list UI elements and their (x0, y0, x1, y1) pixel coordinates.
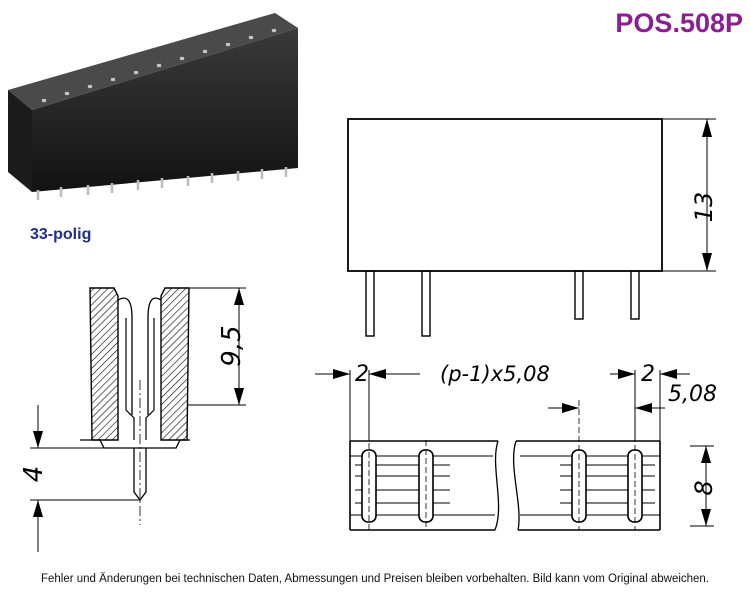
front-view (347, 118, 716, 337)
dimension-edge-offset-left: 2 (355, 362, 369, 387)
disclaimer-text: Fehler und Änderungen bei technischen Da… (40, 573, 710, 585)
dimension-edge-offset-right: 2 (641, 362, 655, 387)
dimension-pitch: 5,08 (668, 382, 717, 407)
product-photo (8, 13, 298, 200)
product-code: POS.508P (615, 8, 743, 38)
dimension-pitch-formula: (p-1)x5,08 (440, 362, 550, 386)
dimension-pin-length: 4 (19, 466, 49, 483)
dimension-socket-height: 9,5 (217, 325, 247, 366)
top-view (315, 369, 714, 531)
dimension-height: 13 (690, 192, 718, 223)
dimension-width: 8 (690, 480, 718, 495)
pin-count-label: 33-polig (30, 226, 92, 243)
section-view (30, 287, 246, 552)
